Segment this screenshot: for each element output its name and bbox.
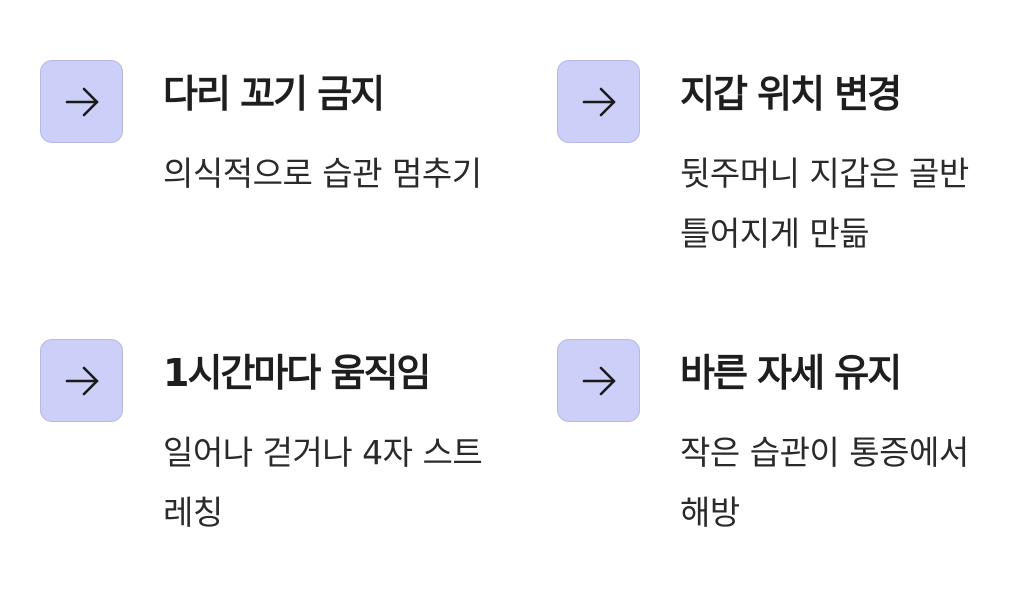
tip-icon-box (40, 60, 123, 143)
tip-description: 작은 습관이 통증에서 해방 (680, 433, 969, 532)
tip-text: 다리 꼬기 금지 의식적으로 습관 멈추기 (163, 69, 513, 204)
tip-icon-box (557, 339, 640, 422)
arrow-right-icon (582, 87, 615, 116)
tip-description: 일어나 걷거나 4자 스트레칭 (163, 433, 483, 532)
arrow-right-icon (65, 87, 98, 116)
arrow-right-icon (582, 366, 615, 395)
arrow-right-icon (65, 366, 98, 395)
tip-title: 다리 꼬기 금지 (163, 72, 385, 116)
tip-title: 지갑 위치 변경 (680, 72, 902, 116)
tip-description: 의식적으로 습관 멈추기 (163, 154, 482, 193)
tip-title: 바른 자세 유지 (680, 351, 902, 395)
tip-text: 지갑 위치 변경 뒷주머니 지갑은 골반 틀어지게 만듦 (680, 69, 1000, 264)
tip-text: 1시간마다 움직임 일어나 걷거나 4자 스트레칭 (163, 348, 513, 543)
tip-title: 1시간마다 움직임 (163, 351, 431, 395)
tip-text: 바른 자세 유지 작은 습관이 통증에서 해방 (680, 348, 1000, 543)
tip-description: 뒷주머니 지갑은 골반 틀어지게 만듦 (680, 154, 969, 253)
tip-item-no-leg-crossing: 다리 꼬기 금지 의식적으로 습관 멈추기 (40, 60, 557, 339)
tip-item-good-posture: 바른 자세 유지 작은 습관이 통증에서 해방 (557, 339, 1000, 559)
tip-icon-box (557, 60, 640, 143)
tip-item-wallet-position: 지갑 위치 변경 뒷주머니 지갑은 골반 틀어지게 만듦 (557, 60, 1000, 339)
tips-grid: 다리 꼬기 금지 의식적으로 습관 멈추기 지갑 위치 변경 뒷주머니 지갑은 … (40, 60, 1000, 559)
tip-icon-box (40, 339, 123, 422)
tip-item-hourly-movement: 1시간마다 움직임 일어나 걷거나 4자 스트레칭 (40, 339, 557, 559)
